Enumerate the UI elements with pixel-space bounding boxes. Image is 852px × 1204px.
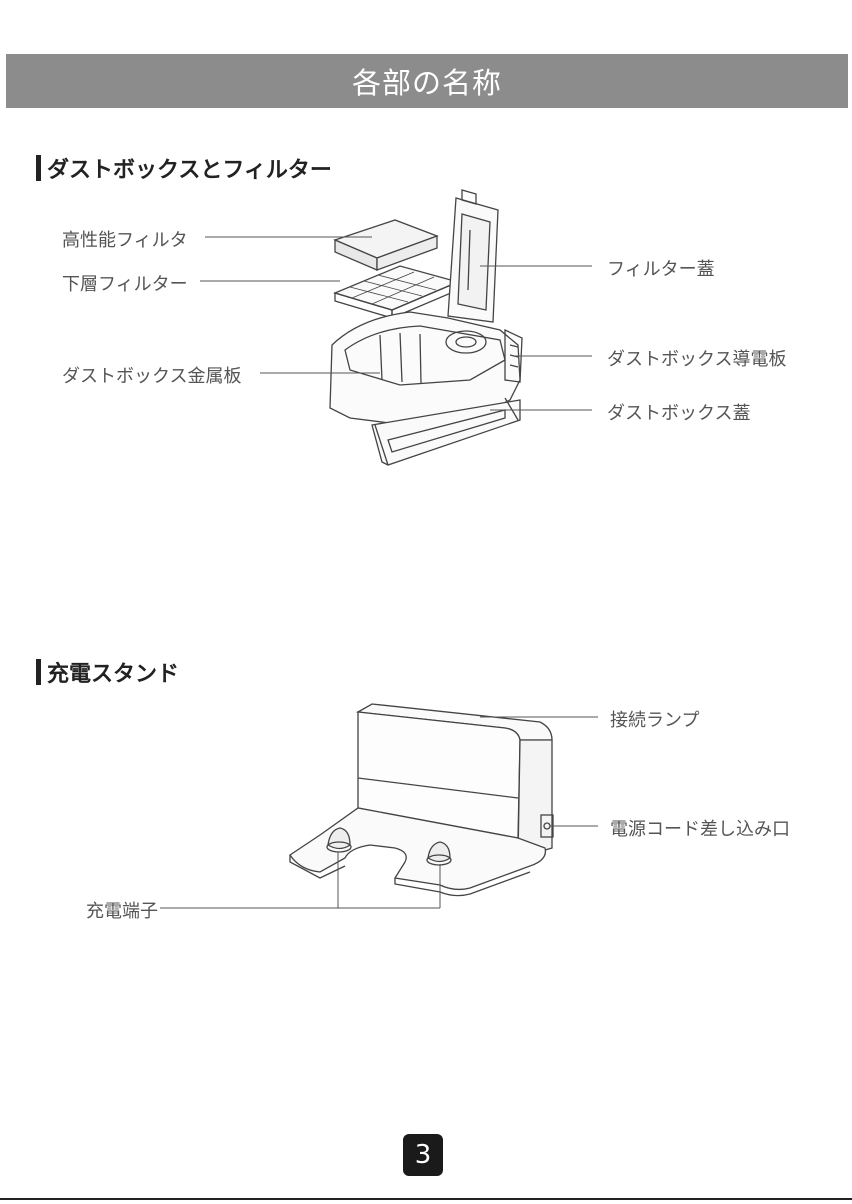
bottom-rule (0, 1198, 852, 1200)
label-power-port: 電源コード差し込み口 (610, 815, 790, 841)
page-number: 3 (403, 1134, 443, 1176)
label-connection-lamp: 接続ランプ (610, 706, 699, 732)
page-number-text: 3 (415, 1140, 432, 1170)
label-charging-terminal: 充電端子 (86, 897, 158, 923)
